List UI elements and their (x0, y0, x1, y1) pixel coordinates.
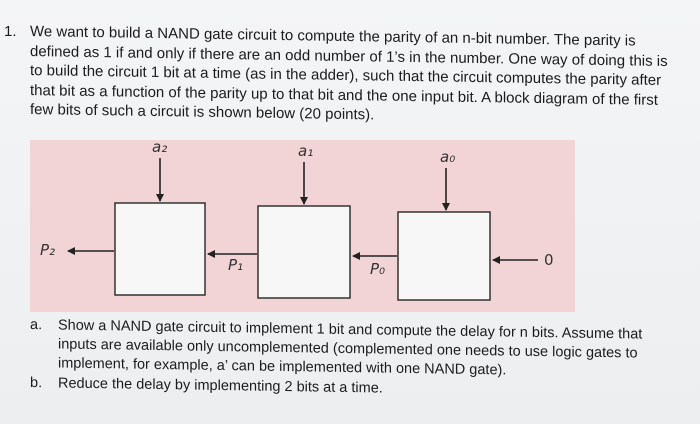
block-diagram-drawing (67, 158, 538, 301)
part-a-text: Show a NAND gate circuit to implement 1 … (58, 316, 658, 382)
input-label-a0: a₀ (440, 148, 456, 166)
bit-block-1 (257, 205, 351, 299)
block-diagram: a₂ a₁ a₀ P₂ P₁ P₀ 0 (30, 138, 575, 312)
parity-label-p2: P₂ (40, 241, 56, 259)
question-text: We want to build a NAND gate circuit to … (30, 22, 675, 130)
input-label-a2: a₂ (152, 138, 168, 156)
initial-input-label: 0 (544, 251, 554, 269)
part-b-letter: b. (30, 375, 43, 392)
bit-block-0 (397, 211, 491, 301)
part-a-letter: a. (30, 317, 43, 334)
question-number: 1. (4, 23, 17, 40)
parity-label-p1: P₁ (228, 256, 244, 274)
parity-label-p0: P₀ (370, 260, 386, 278)
bit-block-2 (114, 202, 206, 296)
input-label-a1: a₁ (298, 142, 314, 160)
